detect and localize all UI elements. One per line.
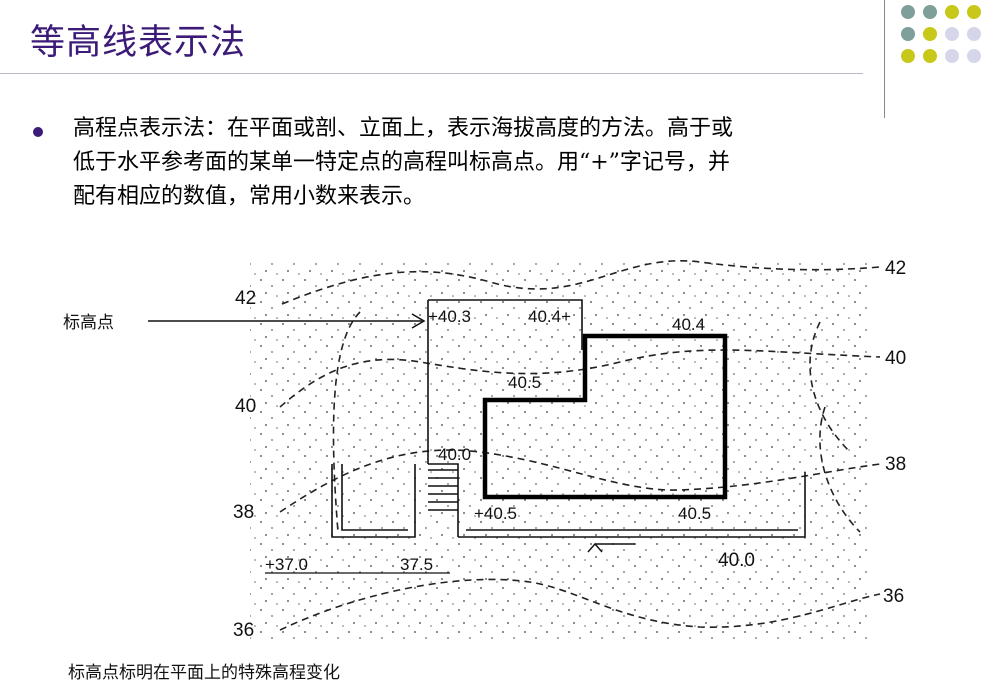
contour-42 <box>281 260 881 305</box>
spot-elevation: 40.5 <box>508 373 541 392</box>
contour-label-left: 38 <box>233 502 254 523</box>
slide-title: 等高线表示法 <box>30 23 247 63</box>
spot-elevation: 40.4 <box>672 315 705 334</box>
contour-label-right: 36 <box>883 586 904 607</box>
contour-36 <box>279 578 881 631</box>
contour-label-left: 36 <box>233 620 254 641</box>
building-walls <box>482 333 728 500</box>
bullet-line: 低于水平参考面的某单一特定点的高程叫标高点。用“+”字记号，并 <box>73 150 730 175</box>
contour-40-loop <box>332 311 361 533</box>
spot-elevation: +40.5 <box>474 504 517 523</box>
contour-40 <box>279 349 881 408</box>
dot-yellow <box>945 5 959 19</box>
dot-teal <box>901 27 915 41</box>
bullet-line: 配有相应的数值，常用小数来表示。 <box>73 184 426 209</box>
elevation-arrow <box>148 313 426 329</box>
bullet-marker <box>33 127 43 137</box>
contour-label-right: 38 <box>885 454 906 475</box>
contour-label-right: 40 <box>885 348 906 369</box>
corner-divider <box>884 0 885 118</box>
dot-yellow <box>923 49 937 63</box>
spot-elevation: 40.5 <box>678 504 711 523</box>
bullet-text: 高程点表示法：在平面或剖、立面上，表示海拔高度的方法。高于或 低于水平参考面的某… <box>73 112 963 214</box>
contour-36-loop <box>819 406 861 533</box>
contour-lines <box>279 260 881 631</box>
arrow-label: 标高点 <box>63 313 114 333</box>
dot-teal <box>901 5 915 19</box>
stairs <box>428 469 458 511</box>
spot-elevation: 40.0 <box>718 550 755 571</box>
contour-label-left: 40 <box>235 396 256 417</box>
spot-elevation: 40.0 <box>438 445 471 464</box>
dot-lavender <box>945 27 959 41</box>
dot-lavender <box>945 49 959 63</box>
dot-yellow <box>901 49 915 63</box>
title-divider <box>0 73 863 74</box>
dot-yellow <box>967 5 981 19</box>
bullet-line: 高程点表示法：在平面或剖、立面上，表示海拔高度的方法。高于或 <box>73 116 734 141</box>
decorative-dots <box>901 5 981 63</box>
spot-elevation: +37.0 <box>265 555 308 574</box>
dot-lavender <box>967 49 981 63</box>
figure-caption: 标高点标明在平面上的特殊高程变化 <box>68 663 340 683</box>
dot-teal <box>923 5 937 19</box>
building-outline <box>331 299 806 538</box>
spot-elevation: +40.3 <box>428 307 471 326</box>
contour-38-loop <box>809 321 851 453</box>
dot-yellow <box>923 27 937 41</box>
spot-elevation: 37.5 <box>400 555 433 574</box>
ground-stipple <box>250 262 870 642</box>
spot-elevation-figure: 标高点 42 40 38 36 42 40 38 36 +40.3 40.4+ … <box>63 258 906 683</box>
contour-label-right: 42 <box>885 258 906 279</box>
spot-elevation: 40.4+ <box>528 307 571 326</box>
dot-lavender <box>967 27 981 41</box>
contour-label-left: 42 <box>235 288 256 309</box>
north-arrow-head <box>587 542 603 553</box>
